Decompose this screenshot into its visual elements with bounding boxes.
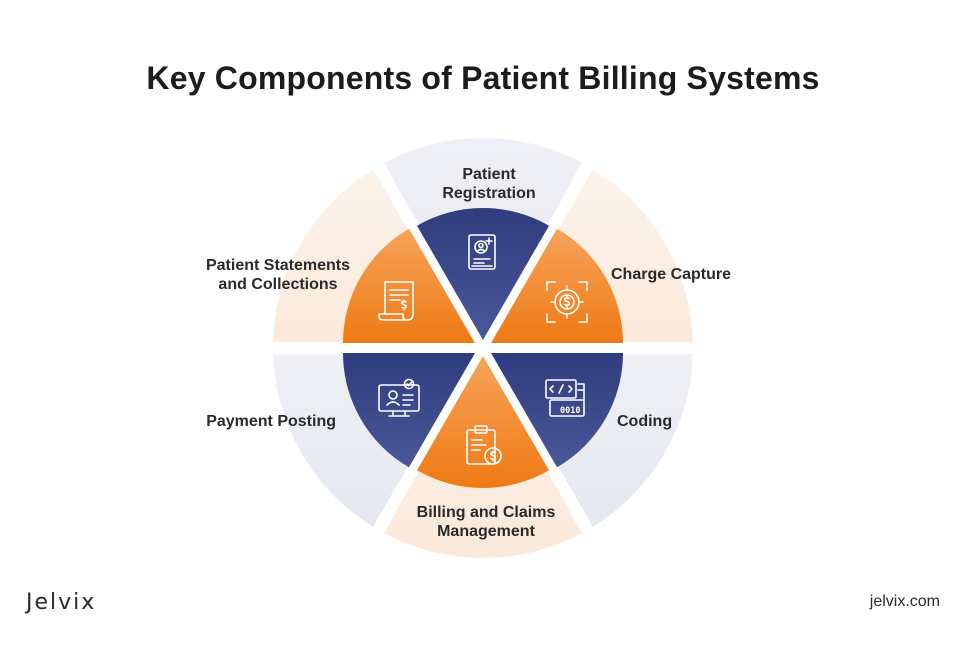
label-line: Management (437, 523, 535, 540)
inner-sector-coding (491, 353, 623, 468)
label-line: Charge Capture (611, 266, 732, 283)
code-binary-text: 0010 (560, 406, 580, 416)
clipboard-dollar-icon (466, 425, 502, 465)
page-title: Key Components of Patient Billing System… (146, 60, 820, 96)
label-line: Billing and Claims (416, 504, 556, 521)
label-line: Patient (462, 166, 516, 183)
receipt-icon (378, 281, 414, 321)
label-line: Coding (617, 413, 673, 430)
inner-sector-payment-posting (343, 353, 475, 468)
monitor-checkmark-icon (378, 378, 420, 417)
label-line: Payment Posting (206, 413, 336, 430)
label-coding: Coding (617, 412, 672, 431)
label-line: Registration (442, 185, 536, 202)
patient-id-card-icon (468, 234, 496, 270)
label-charge-capture: Charge Capture (611, 265, 731, 284)
site-url: jelvix.com (869, 593, 940, 610)
label-line: Patient Statements (205, 257, 351, 274)
label-patient-registration: Patient Registration (442, 165, 535, 203)
inner-sector-charge-capture (491, 228, 623, 343)
inner-sectors (343, 208, 623, 488)
code-screen-icon (545, 379, 585, 417)
brand-logo: Jelvix (26, 590, 97, 615)
inner-sector-billing (417, 356, 549, 488)
label-billing-claims: Billing and Claims Management (417, 503, 556, 541)
label-line: and Collections (218, 276, 338, 293)
inner-sector-registration (417, 208, 549, 340)
label-patient-statements: Patient Statements and Collections (206, 256, 350, 294)
dollar-target-icon (546, 281, 588, 323)
inner-sector-statements (343, 228, 475, 343)
label-payment-posting: Payment Posting (206, 412, 336, 431)
sector-dividers (270, 161, 696, 535)
